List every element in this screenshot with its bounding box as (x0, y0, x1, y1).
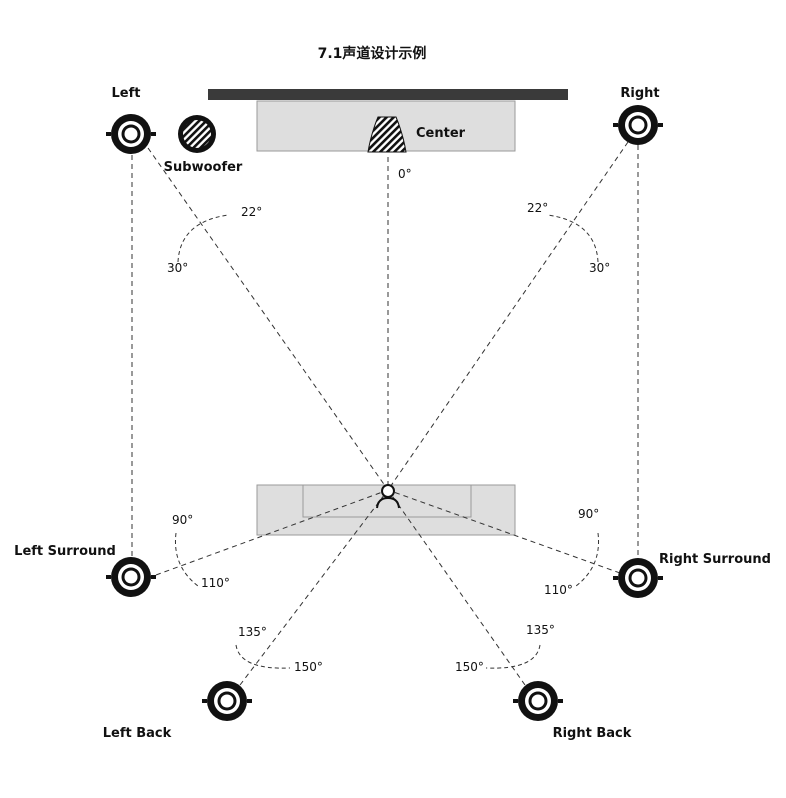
right-front-inner-angle: 22° (527, 201, 548, 215)
subwoofer-icon (178, 115, 216, 153)
right-back-speaker-icon (513, 681, 563, 721)
screen-bar (208, 89, 568, 100)
listener-icon (376, 484, 400, 509)
guide-lines (131, 141, 639, 686)
center-speaker-icon (367, 116, 407, 153)
right-front-outer-angle: 30° (589, 261, 610, 275)
left-back-label: Left Back (103, 726, 172, 741)
subwoofer-label: Subwoofer (164, 160, 243, 175)
left-surround-inner-angle: 90° (172, 513, 193, 527)
right-label: Right (620, 86, 659, 101)
right-front-arc (547, 214, 599, 263)
center-label: Center (416, 126, 466, 141)
right-surround-arc (575, 532, 600, 587)
right-surround-label: Right Surround (659, 552, 771, 567)
right-speaker-line (387, 141, 629, 491)
left-speaker-line (147, 147, 389, 491)
right-back-line (387, 489, 526, 686)
left-surround-outer-angle: 110° (201, 576, 230, 590)
diagram-title: 7.1声道设计示例 (318, 45, 427, 62)
left-back-outer-angle: 150° (294, 660, 323, 674)
right-surround-outer-angle: 110° (544, 583, 573, 597)
right-surround-speaker-icon (613, 558, 663, 598)
left-front-outer-angle: 30° (167, 261, 188, 275)
left-surround-arc (174, 532, 199, 587)
right-back-arc (485, 644, 541, 669)
left-back-speaker-icon (202, 681, 252, 721)
left-surround-speaker-icon (106, 557, 156, 597)
left-front-arc (177, 214, 229, 263)
left-front-inner-angle: 22° (241, 205, 262, 219)
right-speaker-icon (613, 105, 663, 145)
left-surround-label: Left Surround (14, 544, 116, 559)
right-back-outer-angle: 150° (455, 660, 484, 674)
left-back-line (239, 489, 389, 686)
left-back-arc (235, 644, 291, 669)
left-back-inner-angle: 135° (238, 625, 267, 639)
right-surround-inner-angle: 90° (578, 507, 599, 521)
right-back-inner-angle: 135° (526, 623, 555, 637)
center-angle-label: 0° (398, 167, 412, 181)
right-back-label: Right Back (553, 726, 632, 741)
angle-arcs (174, 214, 600, 669)
left-label: Left (112, 86, 141, 101)
left-speaker-icon (106, 114, 156, 154)
